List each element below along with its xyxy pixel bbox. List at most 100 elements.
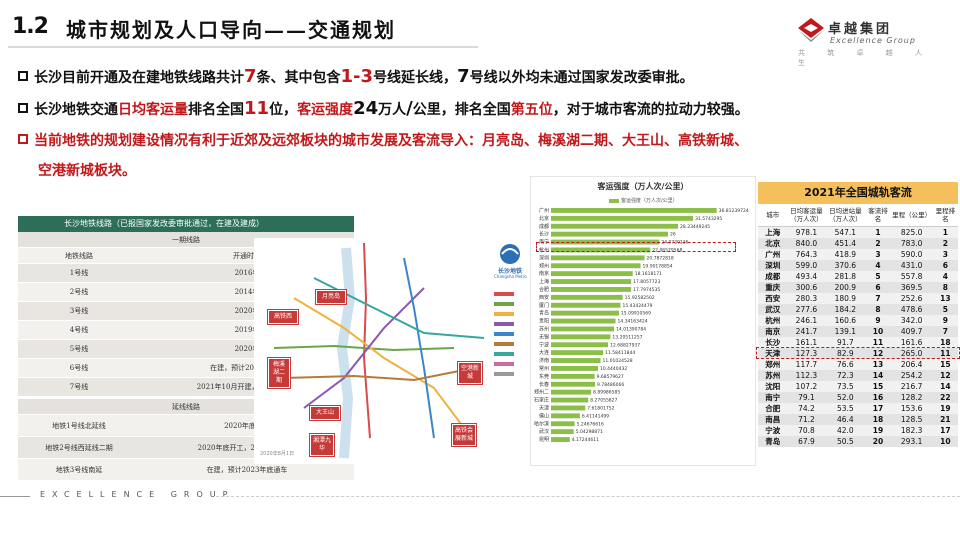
chart-data-label: 4.17244611 xyxy=(572,437,599,443)
chart-data-label: 26 xyxy=(670,232,676,238)
section-number: 1.2 xyxy=(12,14,49,39)
value-cell: 2 xyxy=(865,237,891,249)
chart-bar xyxy=(551,231,668,237)
line-name: 地铁1号线北延线 xyxy=(52,422,106,430)
value-cell: 478.6 xyxy=(890,303,933,315)
chart-category-label: 贵阳 xyxy=(539,318,549,325)
value-cell: 42.0 xyxy=(825,425,866,437)
value-cell: 978.1 xyxy=(787,226,826,238)
open-time: 2020年底开工，2024年底通车 xyxy=(197,444,297,452)
chart-bar xyxy=(551,247,651,253)
chart-category-label: 长沙 xyxy=(539,231,549,238)
chart-category-label: 济南 xyxy=(539,357,549,364)
chart-data-label: 13.20511257 xyxy=(612,334,642,340)
line-name: 2号线 xyxy=(69,288,89,296)
value-cell: 19 xyxy=(932,403,958,415)
value-cell: 10 xyxy=(932,436,958,448)
line-name: 地铁2号线西延线二期 xyxy=(45,444,113,452)
chart-legend: 客运强度（万人次/公里） xyxy=(609,197,678,204)
value-cell: 18 xyxy=(932,336,958,348)
chart-bar xyxy=(551,287,632,292)
value-cell: 79.1 xyxy=(787,392,826,404)
chart-data-label: 6.41141499 xyxy=(582,413,609,419)
value-cell: 409.7 xyxy=(890,325,933,337)
chart-data-label: 17.7974535 xyxy=(633,287,660,293)
highlight-box-changsha-table xyxy=(756,347,960,359)
value-cell: 7 xyxy=(932,325,958,337)
value-cell: 254.2 xyxy=(890,370,933,382)
chart-category-label: 郑州二 xyxy=(534,389,549,396)
chart-data-label: 15.43424479 xyxy=(622,303,652,309)
chart-bar xyxy=(551,358,601,363)
value-cell: 10 xyxy=(865,325,891,337)
bullet-text: 排名全国 xyxy=(188,102,244,118)
line-name: 3号线 xyxy=(69,307,89,315)
value-cell: 7 xyxy=(865,292,891,304)
bullet-checkbox-icon xyxy=(18,71,28,81)
city-cell: 宁波 xyxy=(758,425,788,437)
chart-category-label: 常州 xyxy=(539,365,549,372)
chart-data-label: 12.68827937 xyxy=(610,342,640,348)
chart-category-label: 厦门 xyxy=(539,302,549,309)
open-time: 2020年 xyxy=(234,307,260,315)
page-title: 城市规划及人口导向——交通规划 xyxy=(66,18,396,42)
bullet-planning: 当前地铁的规划建设情况有利于近郊及远郊板块的城市发展及客流导入：月亮岛、梅溪湖二… xyxy=(18,130,748,150)
open-time: 2016年 xyxy=(234,269,260,277)
chart-category-label: 武汉 xyxy=(539,428,549,435)
value-cell: 70.8 xyxy=(787,425,826,437)
value-cell: 182.3 xyxy=(890,425,933,437)
bullet-text: ，对于城市客流的拉动力较强。 xyxy=(552,102,749,118)
value-cell: 840.0 xyxy=(787,237,826,249)
value-cell: 14 xyxy=(865,370,891,382)
value-cell: 82.9 xyxy=(825,347,866,360)
chart-category-label: 石家庄 xyxy=(534,397,549,404)
value-cell: 72.3 xyxy=(825,370,866,382)
value-cell: 547.1 xyxy=(825,226,866,238)
table-row: 地铁3号线南延在建，预计2023年底通车 xyxy=(18,459,354,481)
map-brand: 长沙地铁 xyxy=(498,268,523,275)
chart-title: 客运强度（万人次/公里） xyxy=(597,182,689,191)
bullet-text: 长沙目前开通及在建地铁线路共计 xyxy=(34,70,244,86)
chart-data-label: 8.89986585 xyxy=(593,390,620,396)
map-tag: 高铁会展新城 xyxy=(452,424,476,446)
value-cell: 557.8 xyxy=(890,270,933,282)
chart-bar xyxy=(551,318,616,324)
rail-ranking-table: 2021年全国城轨客流 城市日均客运量（万人次）日均进站量（万人次）客流排名里程… xyxy=(758,182,958,448)
chart-category-label: 天津 xyxy=(539,405,549,412)
table-caption: 长沙地铁线路（已报国家发改委审批通过，在建及建成） xyxy=(18,216,354,232)
map-tag: 空港新城 xyxy=(458,362,482,384)
chart-category-label: 上海 xyxy=(539,278,549,285)
chart-data-label: 11.01024528 xyxy=(603,358,633,364)
value-cell: 241.7 xyxy=(787,325,826,337)
line-name: 7号线 xyxy=(69,383,89,391)
value-cell: 112.3 xyxy=(787,370,826,382)
value-cell: 9 xyxy=(865,314,891,326)
open-time: 2020年底开工 xyxy=(224,422,270,430)
city-cell: 杭州 xyxy=(758,314,788,326)
value-cell: 281.8 xyxy=(825,270,866,282)
chart-category-label: 郑州 xyxy=(539,262,549,269)
legend-label: 客运强度（万人次/公里） xyxy=(621,198,678,204)
chart-category-label: 南京 xyxy=(539,270,549,277)
chart-bar xyxy=(551,405,586,411)
chart-category-label: 苏州 xyxy=(539,326,549,333)
value-cell: 67.9 xyxy=(787,436,826,448)
value-cell: 599.0 xyxy=(787,259,826,271)
open-time: 2020年 xyxy=(234,345,260,353)
value-cell: 50.5 xyxy=(825,436,866,448)
chart-bar xyxy=(551,350,604,356)
open-time: 在建，预计2022年通车 xyxy=(210,364,284,372)
value-cell: 91.7 xyxy=(825,336,866,348)
value-cell: 280.3 xyxy=(787,292,826,304)
value-cell: 76.6 xyxy=(825,359,866,371)
value-cell: 128.2 xyxy=(890,392,933,404)
open-time: 在建，预计2023年底通车 xyxy=(206,466,288,474)
